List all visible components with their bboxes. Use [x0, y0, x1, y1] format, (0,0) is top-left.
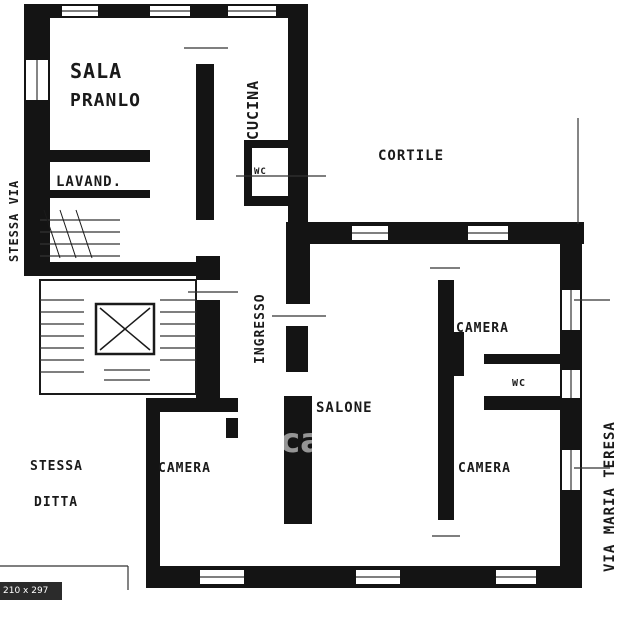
room-label-wc-right: WC	[512, 378, 526, 389]
walls	[24, 4, 584, 588]
street-label-right: VIA MARIA TERESA	[602, 421, 618, 572]
scale-label: 210 x 297 mm	[0, 582, 62, 614]
room-label-camera-right-top: CAMERA	[456, 321, 509, 336]
room-label-ingresso: INGRESSO	[253, 293, 268, 364]
room-label-pranzo: PRANLO	[70, 90, 141, 111]
staircase	[39, 209, 197, 395]
room-label-sala: SALA	[70, 59, 122, 83]
floor-plan: SALA PRANLO CUCINA LAVAND. WC CORTILE IN…	[0, 4, 618, 590]
room-label-lavanderia: LAVAND.	[56, 174, 122, 190]
room-label-cucina: CUCINA	[244, 80, 262, 140]
label-ditta: DITTA	[34, 495, 78, 510]
windows	[26, 6, 580, 584]
room-label-camera-right-bottom: CAMERA	[458, 461, 511, 476]
door-marks	[0, 47, 610, 590]
street-label-left: STESSA VIA	[7, 180, 21, 262]
room-label-wc-top: WC	[254, 167, 267, 177]
room-label-camera-left: CAMERA	[158, 461, 211, 476]
room-label-salone: SALONE	[316, 400, 373, 416]
watermark-logo: casa.it	[280, 421, 407, 461]
label-stessa: STESSA	[30, 459, 83, 474]
room-label-cortile: CORTILE	[378, 148, 444, 164]
